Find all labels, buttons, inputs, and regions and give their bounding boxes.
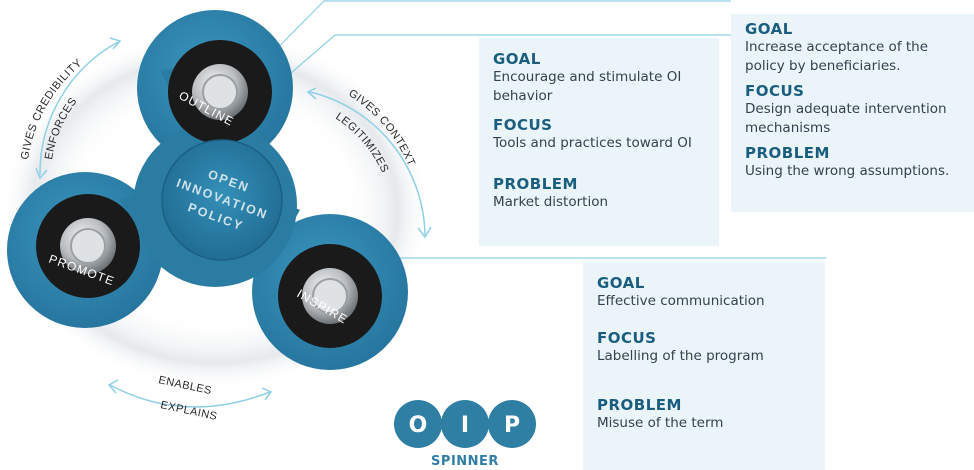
panel-inspire-focus-heading: FOCUS xyxy=(597,329,657,347)
bearing-outline xyxy=(168,40,272,144)
panel-outline-focus-text: Tools and practices toward OI xyxy=(493,135,692,151)
oip-logo: O I P SPINNER xyxy=(394,400,536,469)
panel-inspire-goal-text: Effective communication xyxy=(597,293,765,309)
panel-promote-goal-text: Increase acceptance of the policy by ben… xyxy=(745,39,929,74)
logo-letter-i: I xyxy=(461,413,469,438)
logo-circle-p xyxy=(488,400,536,448)
logo-letter-o: O xyxy=(409,413,428,438)
logo-letter-p: P xyxy=(504,413,520,438)
center-hub xyxy=(161,139,283,261)
arrow-bottom-inner-label: EXPLAINS xyxy=(159,399,218,423)
panel-promote-goal-heading: GOAL xyxy=(745,20,793,38)
bearing-promote xyxy=(36,194,140,298)
arrow-bottom xyxy=(107,379,273,408)
panel-inspire-goal-heading: GOAL xyxy=(597,274,645,292)
panel-inspire-problem-heading: PROBLEM xyxy=(597,396,682,414)
arrow-right xyxy=(306,87,432,239)
logo-circle-i xyxy=(441,400,489,448)
panel-promote-focus-text: Design adequate intervention mechanisms xyxy=(745,101,947,136)
panel-outline-goal-text: Encourage and stimulate OI behavior xyxy=(493,69,682,104)
panel-promote: GOAL Increase acceptance of the policy b… xyxy=(731,14,974,212)
bearing-inspire xyxy=(278,244,382,348)
panel-promote-problem-heading: PROBLEM xyxy=(745,144,830,162)
panel-inspire-focus-text: Labelling of the program xyxy=(597,348,764,364)
panel-inspire: GOAL Effective communication FOCUS Label… xyxy=(583,262,825,470)
panel-outline-focus-heading: FOCUS xyxy=(493,116,553,134)
panel-outline-problem-heading: PROBLEM xyxy=(493,175,578,193)
panel-outline-problem-text: Market distortion xyxy=(493,194,609,210)
logo-label: SPINNER xyxy=(431,454,499,469)
panel-promote-focus-heading: FOCUS xyxy=(745,82,805,100)
panel-outline-goal-heading: GOAL xyxy=(493,50,541,68)
panel-inspire-problem-text: Misuse of the term xyxy=(597,415,724,431)
logo-circle-o xyxy=(394,400,442,448)
arrow-left xyxy=(35,37,122,180)
panel-promote-problem-text: Using the wrong assumptions. xyxy=(745,163,950,179)
panel-outline: GOAL Encourage and stimulate OI behavior… xyxy=(479,38,719,246)
